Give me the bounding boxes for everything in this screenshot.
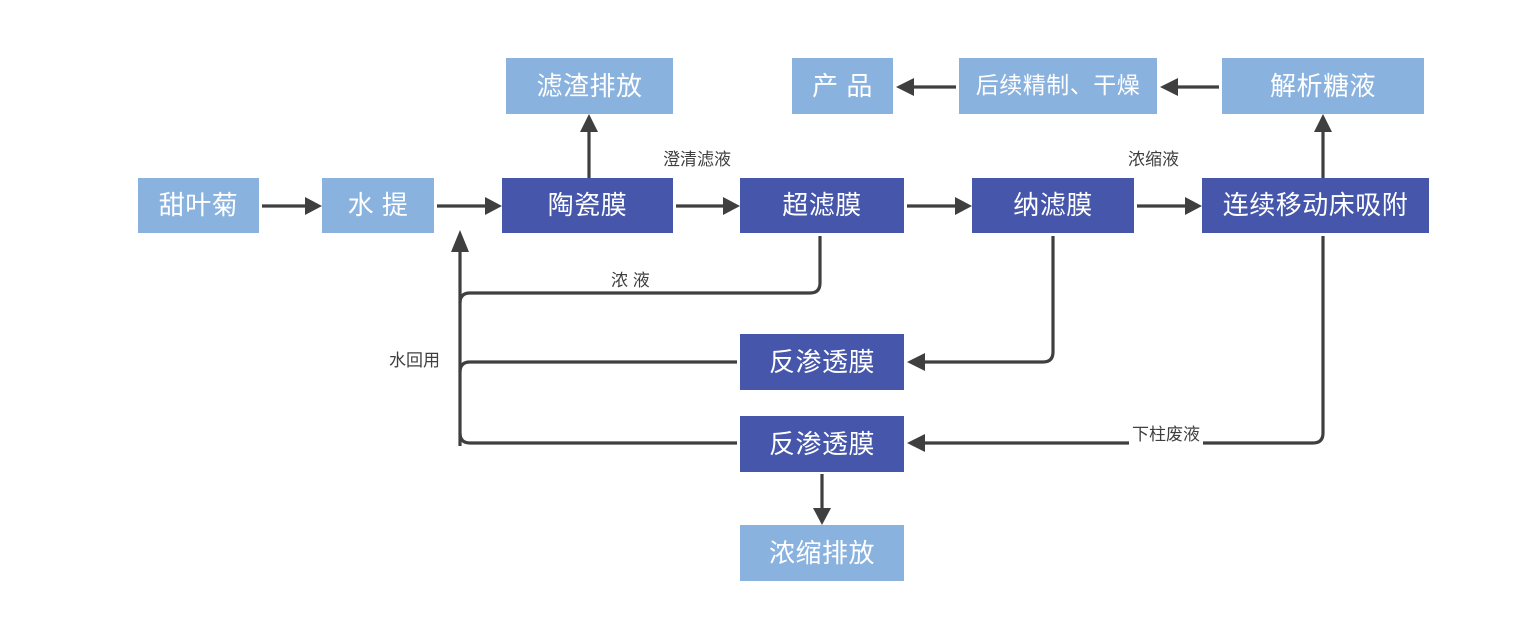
node-ultrafilt[interactable]: 超滤膜: [740, 178, 904, 233]
node-label: 后续精制、干燥: [975, 72, 1141, 99]
edge-water-extract-to-ceramic: [437, 197, 502, 215]
edge-nanofilt-to-moving-bed: [1137, 197, 1202, 215]
node-label: 水 提: [347, 190, 409, 221]
node-water-extract[interactable]: 水 提: [322, 178, 434, 233]
edge-ultrafilt-to-nanofilt: [907, 197, 972, 215]
node-label: 解析糖液: [1269, 70, 1376, 101]
node-label: 甜叶菊: [158, 190, 239, 221]
node-label: 滤渣排放: [536, 70, 643, 101]
node-label: 纳滤膜: [1013, 190, 1093, 221]
node-moving-bed[interactable]: 连续移动床吸附: [1202, 178, 1429, 233]
edge-label-clear-filtrate: 澄清滤液: [660, 145, 734, 170]
edge-ro2-to-concentrate: [813, 474, 831, 525]
node-sugar-liquor[interactable]: 解析糖液: [1222, 58, 1424, 114]
node-ro-2[interactable]: 反渗透膜: [740, 416, 904, 472]
edge-recycle-trunk-to-ceramic: [451, 230, 469, 446]
edge-ceramic-to-residue: [580, 114, 598, 178]
node-label: 连续移动床吸附: [1222, 190, 1409, 221]
node-concentrate[interactable]: 浓缩排放: [740, 525, 904, 581]
node-label: 超滤膜: [782, 190, 862, 221]
edge-sugar-liquor-to-refine-dry: [1160, 78, 1219, 96]
edge-refine-dry-to-product: [896, 78, 956, 96]
node-label: 浓缩排放: [768, 537, 875, 568]
edge-moving-bed-to-ro2: [907, 236, 1325, 452]
node-nanofilt[interactable]: 纳滤膜: [972, 178, 1134, 233]
node-product[interactable]: 产 品: [792, 58, 893, 114]
edge-nanofilt-to-ro1: [907, 236, 1055, 371]
edge-label-concentrated: 浓缩液: [1125, 145, 1182, 170]
edge-ro1-permeate-recycle: [458, 360, 737, 373]
edge-moving-bed-to-sugar-liquor: [1314, 114, 1332, 178]
node-label: 陶瓷膜: [547, 190, 628, 221]
node-ceramic[interactable]: 陶瓷膜: [502, 178, 673, 233]
edge-label-column-waste: 下柱废液: [1129, 420, 1203, 445]
node-refine-dry[interactable]: 后续精制、干燥: [959, 58, 1157, 114]
edge-ceramic-to-ultrafilt: [676, 197, 740, 215]
node-label: 反渗透膜: [768, 346, 875, 377]
edge-label-water-reuse: 水回用: [386, 346, 443, 371]
edge-ultrafilt-retentate-recycle: [458, 236, 822, 304]
edge-stevia-to-water-extract: [262, 197, 322, 215]
edge-label-retentate: 浓 液: [608, 266, 653, 291]
node-stevia[interactable]: 甜叶菊: [138, 178, 259, 233]
node-residue[interactable]: 滤渣排放: [506, 58, 673, 114]
node-label: 反渗透膜: [768, 428, 875, 459]
node-ro-1[interactable]: 反渗透膜: [740, 334, 904, 390]
node-label: 产 品: [812, 70, 873, 101]
edge-ro2-permeate-recycle: [458, 432, 737, 445]
